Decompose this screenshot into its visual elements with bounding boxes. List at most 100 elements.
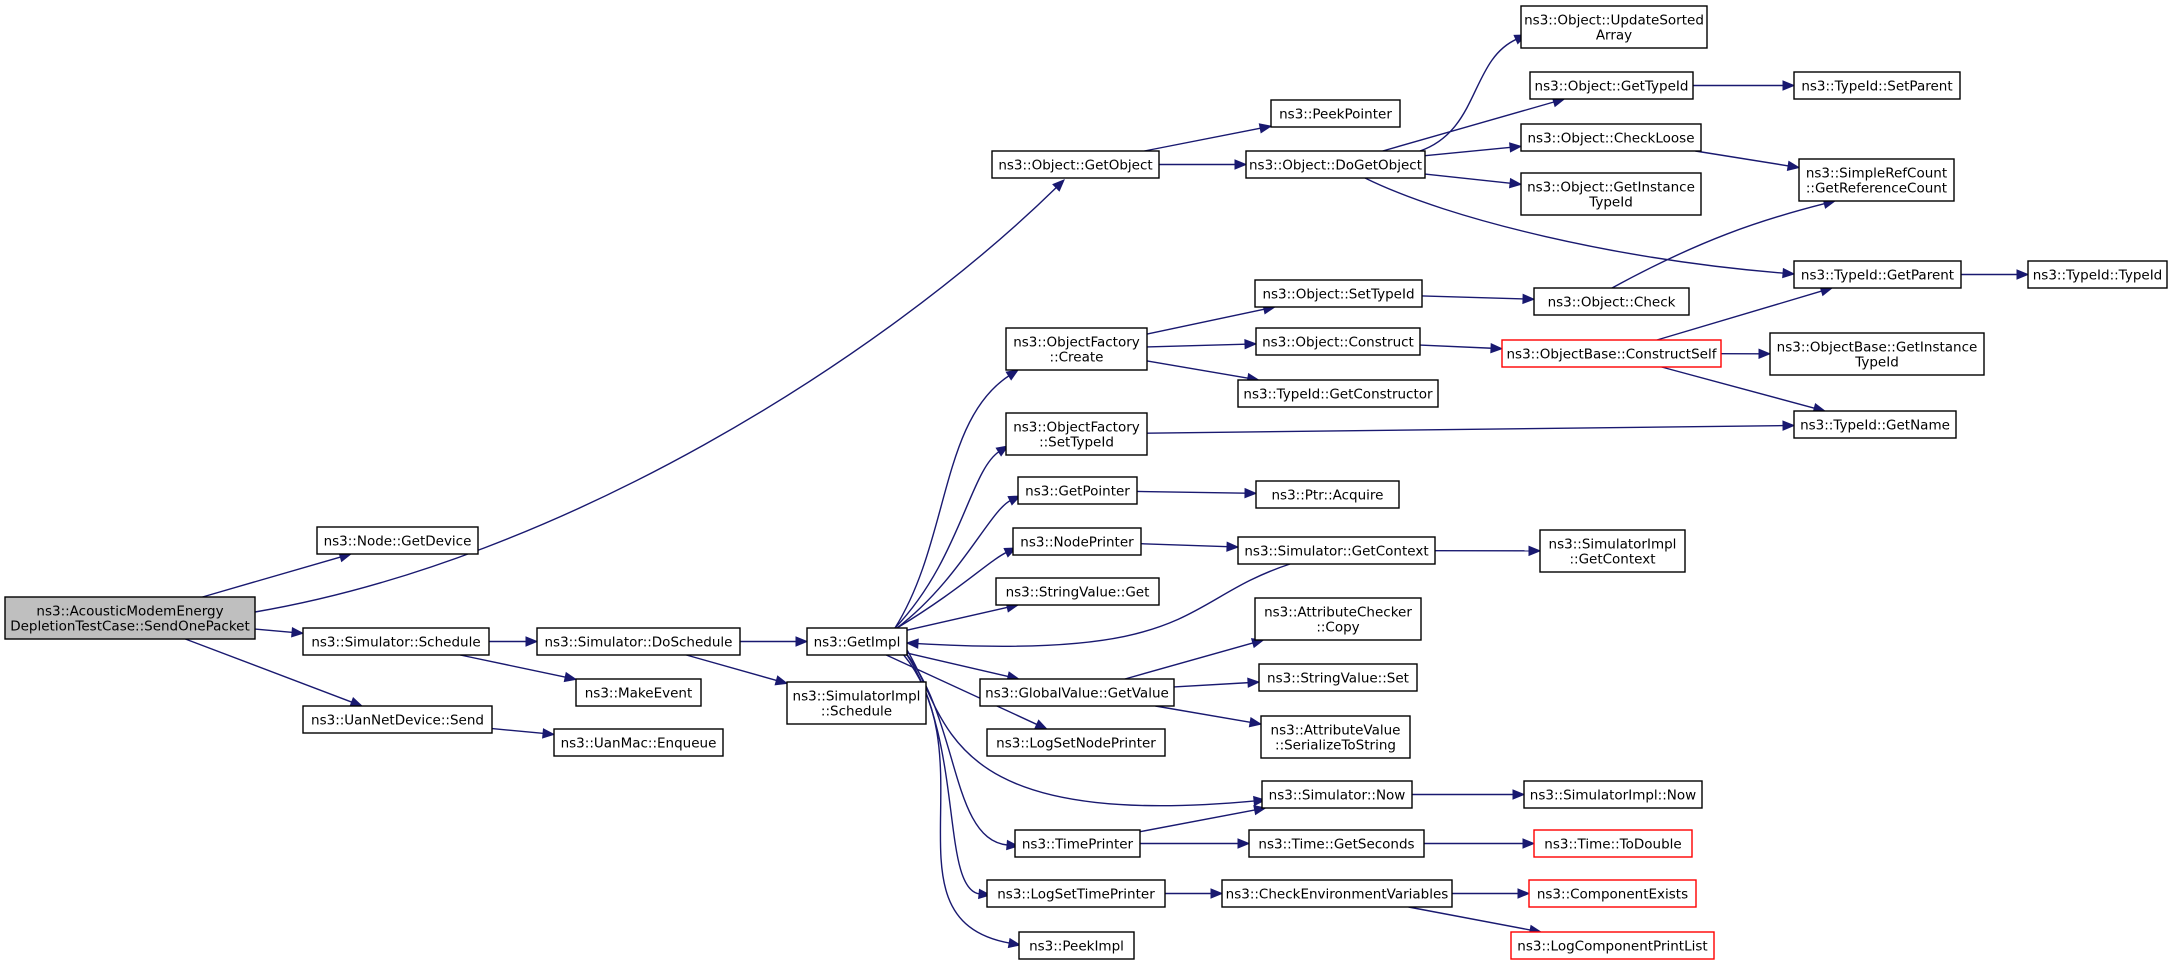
edge-n24-to-n34 [1124,638,1265,680]
node-ns3-typeid-setparent[interactable]: ns3::TypeId::SetParent [1793,71,1961,100]
edge-n26-to-n37 [1139,804,1267,833]
edge-line [896,551,1008,629]
node-ns3-objectfactory-create[interactable]: ns3::ObjectFactory::Create [1005,327,1148,371]
arrow-head [1782,267,1796,279]
edge-n17-to-n19 [894,369,1020,629]
node-box [1255,480,1400,509]
node-ns3-stringvalue-set[interactable]: ns3::StringValue::Set [1258,663,1418,692]
node-label: ns3::Object::GetObject [998,158,1152,174]
node-ns3-simulator-now[interactable]: ns3::Simulator::Now [1261,780,1413,809]
edge-n17-to-n23 [906,602,1020,631]
arrow-head [2016,269,2030,280]
edge-n2-to-n6 [1159,159,1248,170]
edge-line [254,628,294,634]
node-ns3-simulatorimpl-getcontext[interactable]: ns3::SimulatorImpl::GetContext [1539,529,1686,573]
node-box [1793,260,1962,289]
node-label: ns3::TypeId::GetConstructor [1243,387,1433,403]
node-ns3-simulatorimpl-now[interactable]: ns3::SimulatorImpl::Now [1523,780,1703,809]
node-ns3-logcomponentprintlist[interactable]: ns3::LogComponentPrintList [1510,931,1715,960]
node-box [1533,829,1693,858]
node-label: ns3::Simulator::GetContext [1244,544,1428,560]
node-box [995,577,1160,606]
node-ns3-objectbase-constructself[interactable]: ns3::ObjectBase::ConstructSelf [1501,339,1722,368]
edge-line [896,499,1012,629]
node-box [1221,879,1453,908]
arrow-head [1517,888,1531,899]
edge-n38-to-n44 [1424,838,1536,849]
node-ns3-simulator-doschedule[interactable]: ns3::Simulator::DoSchedule [536,627,741,656]
node-ns3-typeid-getparent[interactable]: ns3::TypeId::GetParent [1793,260,1962,289]
node-ns3-makeevent[interactable]: ns3::MakeEvent [575,678,702,707]
node-ns3-uannetdevice-send[interactable]: ns3::UanNetDevice::Send [302,705,493,734]
node-ns3-typeid-getname[interactable]: ns3::TypeId::GetName [1793,410,1957,439]
node-ns3-simulator-schedule[interactable]: ns3::Simulator::Schedule [302,627,490,656]
node-ns3-getimpl[interactable]: ns3::GetImpl [806,627,908,656]
node-ns3-time-todouble[interactable]: ns3::Time::ToDouble [1533,829,1693,858]
node-ns3-getpointer[interactable]: ns3::GetPointer [1017,476,1138,505]
arrow-head [1522,838,1536,849]
node-ns3-object-construct[interactable]: ns3::Object::Construct [1255,327,1421,356]
edge-n20-to-n48 [1146,420,1796,434]
node-label: ::Schedule [821,704,892,720]
node-ns3-logsettimeprinter[interactable]: ns3::LogSetTimePrinter [986,879,1166,908]
arrow-head [1247,677,1261,688]
node-label: ns3::TypeId::SetParent [1801,79,1952,95]
node-ns3-logsetnodeprinter[interactable]: ns3::LogSetNodePrinter [986,728,1166,757]
edges-layer [185,34,2030,949]
node-ns3-object-dogetobject[interactable]: ns3::Object::DoGetObject [1245,150,1426,179]
edge-line [185,638,353,704]
node-box [1510,931,1715,960]
node-ns3-acousticmodemenergy-depletiontestcase-sendonepacket[interactable]: ns3::AcousticModemEnergyDepletionTestCas… [4,596,256,640]
node-box [1254,279,1423,308]
node-ns3-globalvalue-getvalue[interactable]: ns3::GlobalValue::GetValue [979,678,1175,707]
node-label: ns3::MakeEvent [585,686,693,702]
edge-n17-to-n37 [906,649,1267,807]
edge-n17-to-n22 [896,547,1018,629]
node-ns3-timeprinter[interactable]: ns3::TimePrinter [1014,829,1141,858]
node-ns3-node-getdevice[interactable]: ns3::Node::GetDevice [316,526,479,555]
node-ns3-nodeprinter[interactable]: ns3::NodePrinter [1012,527,1142,556]
nodes-layer: ns3::AcousticModemEnergyDepletionTestCas… [4,5,2168,960]
arrow-head [291,627,305,638]
node-label: ns3::Object::CheckLoose [1527,131,1694,147]
node-label: ns3::Simulator::DoSchedule [545,635,733,651]
node-box [1017,476,1138,505]
node-ns3-typeid-typeid[interactable]: ns3::TypeId::TypeId [2027,260,2168,289]
node-ns3-attributechecker-copy[interactable]: ns3::AttributeChecker::Copy [1254,597,1422,641]
node-ns3-simplerefcount-getreferencecount[interactable]: ns3::SimpleRefCount::GetReferenceCount [1798,158,1955,202]
node-ns3-object-check[interactable]: ns3::Object::Check [1533,287,1690,316]
node-ns3-object-checkloose[interactable]: ns3::Object::CheckLoose [1520,123,1702,152]
node-ns3-simulatorimpl-schedule[interactable]: ns3::SimulatorImpl::Schedule [786,681,927,725]
edge-n3-to-n16 [460,654,578,683]
node-ns3-stringvalue-get[interactable]: ns3::StringValue::Get [995,577,1160,606]
node-ns3-typeid-getconstructor[interactable]: ns3::TypeId::GetConstructor [1237,379,1439,408]
node-box [2027,260,2168,289]
node-ns3-object-gettypeid[interactable]: ns3::Object::GetTypeId [1529,71,1694,100]
node-ns3-peekimpl[interactable]: ns3::PeekImpl [1018,931,1135,960]
node-ns3-simulator-getcontext[interactable]: ns3::Simulator::GetContext [1237,536,1436,565]
node-label: DepletionTestCase::SendOnePacket [10,619,250,635]
node-ns3-peekpointer[interactable]: ns3::PeekPointer [1270,99,1401,128]
node-ns3-componentexists[interactable]: ns3::ComponentExists [1528,879,1697,908]
node-ns3-objectfactory-settypeid[interactable]: ns3::ObjectFactory::SetTypeId [1005,412,1148,456]
arrow-head [1786,160,1801,171]
node-ns3-ptr-acquire[interactable]: ns3::Ptr::Acquire [1255,480,1400,509]
edge-line [1173,681,1250,688]
node-label: ns3::GlobalValue::GetValue [985,686,1169,702]
edge-n33-to-n17 [905,563,1291,649]
node-ns3-object-getobject[interactable]: ns3::Object::GetObject [991,150,1160,179]
node-ns3-checkenvironmentvariables[interactable]: ns3::CheckEnvironmentVariables [1221,879,1453,908]
node-ns3-object-settypeid[interactable]: ns3::Object::SetTypeId [1254,279,1423,308]
edge-n11-to-n14 [1961,269,2030,280]
node-ns3-time-getseconds[interactable]: ns3::Time::GetSeconds [1248,829,1425,858]
edge-line [1364,177,1785,274]
arrow-head [1210,888,1224,899]
node-box [1501,339,1722,368]
node-ns3-attributevalue-serializetostring[interactable]: ns3::AttributeValue::SerializeToString [1260,715,1411,759]
node-box [1793,71,1961,100]
edge-n17-to-n20 [894,445,1010,629]
node-ns3-uanmac-enqueue[interactable]: ns3::UanMac::Enqueue [553,728,724,757]
